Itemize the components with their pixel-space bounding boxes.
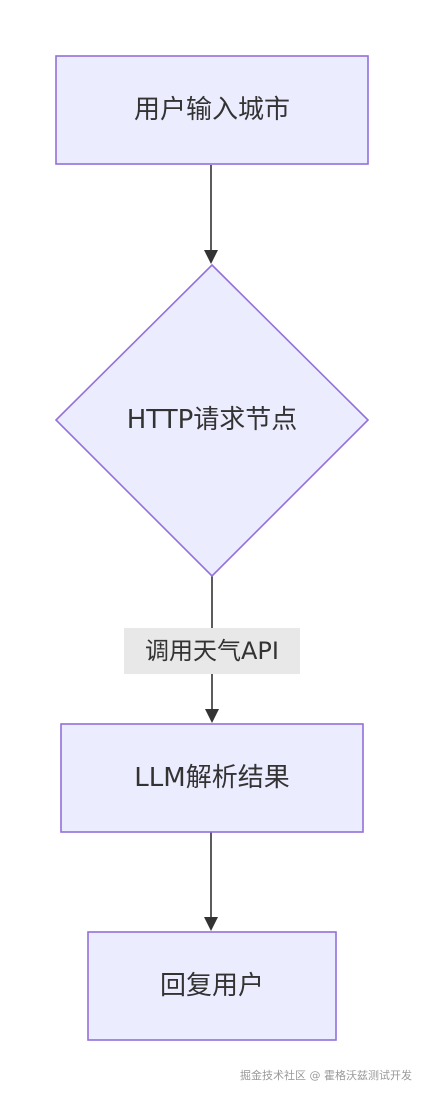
- edge-input-to-http: [204, 165, 218, 264]
- node-input-city-label: 用户输入城市: [134, 95, 290, 125]
- node-input-city: 用户输入城市: [55, 55, 369, 165]
- node-llm-parse-label: LLM解析结果: [134, 763, 289, 793]
- edge-llm-to-reply: [204, 832, 218, 931]
- node-llm-parse: LLM解析结果: [60, 723, 364, 833]
- node-reply-user: 回复用户: [87, 931, 337, 1041]
- edge-label-call-weather-api-text: 调用天气API: [145, 637, 279, 665]
- node-reply-user-label: 回复用户: [160, 971, 264, 1001]
- watermark: 掘金技术社区 @ 霍格沃兹测试开发: [240, 1069, 412, 1082]
- node-http-request: HTTP请求节点: [54, 263, 370, 578]
- node-http-request-label: HTTP请求节点: [127, 405, 298, 435]
- edge-label-call-weather-api: 调用天气API: [124, 628, 300, 674]
